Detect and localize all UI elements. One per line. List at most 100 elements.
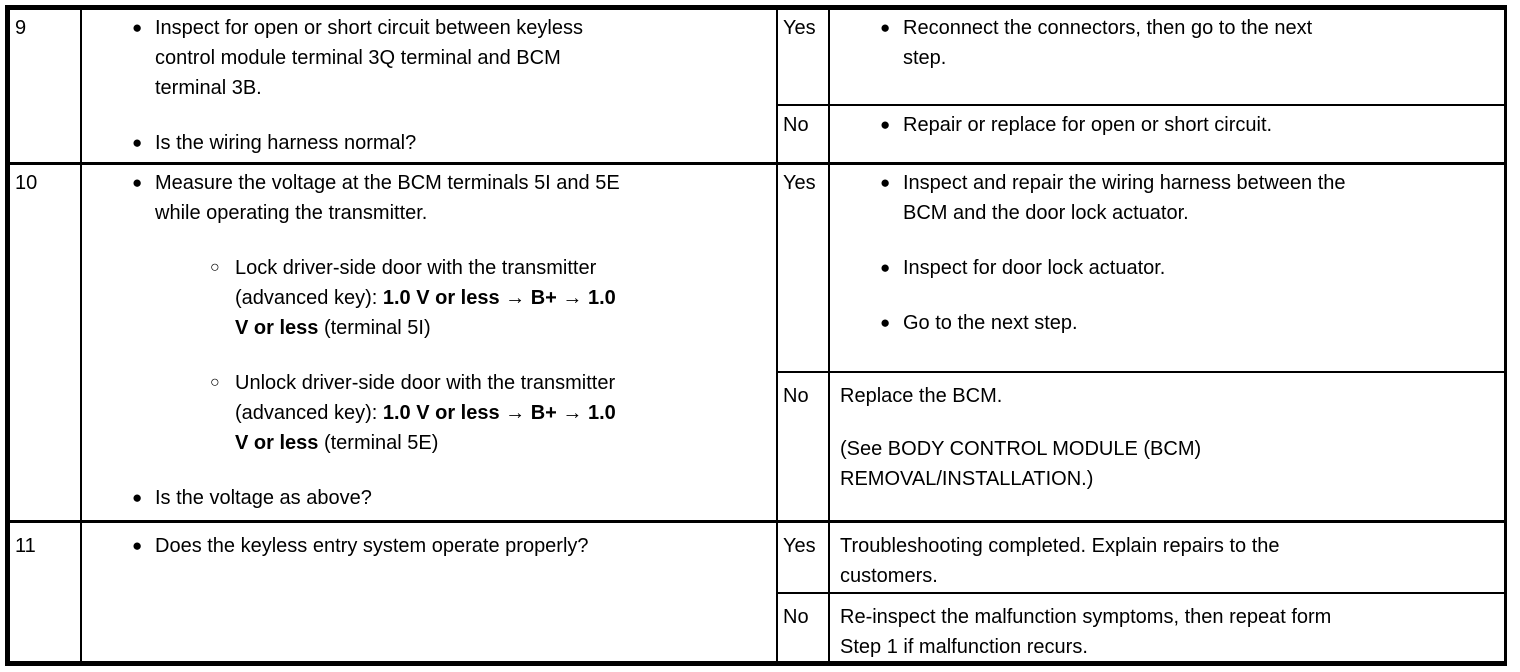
action-text: Inspect and repair the wiring harness be… xyxy=(903,172,1346,224)
yes-result-row: Yes ● Inspect and repair the wiring harn… xyxy=(778,165,1504,371)
result-yes-label: Yes xyxy=(783,172,816,194)
measurement-text: Unlock driver-side door with the transmi… xyxy=(235,368,766,458)
divider xyxy=(10,162,1504,165)
result-yes-label: Yes xyxy=(783,535,816,557)
divider xyxy=(80,523,82,661)
divider xyxy=(778,371,1504,373)
results-section: Yes Troubleshooting completed. Explain r… xyxy=(778,523,1504,661)
bullet-icon: ● xyxy=(132,18,143,37)
inspection-cell: ● Does the keyless entry system operate … xyxy=(82,523,776,661)
bold-value: 1.0 V or less xyxy=(382,287,500,309)
bullet-icon: ● xyxy=(132,488,143,507)
inspection-text: Inspect for open or short circuit betwee… xyxy=(155,17,583,99)
action-text: Replace the BCM. xyxy=(840,385,1003,407)
step-10-row: 10 ● Measure the voltage at the BCM term… xyxy=(10,165,1504,520)
troubleshooting-table: 9 ● Inspect for open or short circuit be… xyxy=(5,5,1507,666)
step-11-row: 11 ● Does the keyless entry system opera… xyxy=(10,523,1504,661)
no-result-row: No Replace the BCM. (See BODY CONTROL MO… xyxy=(778,373,1504,520)
results-section: Yes ● Reconnect the connectors, then go … xyxy=(778,10,1504,162)
action-text: Repair or replace for open or short circ… xyxy=(903,114,1273,136)
divider xyxy=(80,165,82,520)
result-yes-label: Yes xyxy=(783,17,816,39)
action-cell: ● Reconnect the connectors, then go to t… xyxy=(830,10,1504,104)
divider xyxy=(828,165,830,371)
sub-list-item: ○ Unlock driver-side door with the trans… xyxy=(82,368,766,458)
action-cell: ● Inspect and repair the wiring harness … xyxy=(830,165,1504,371)
divider xyxy=(776,523,778,661)
bullet-icon: ● xyxy=(880,258,891,277)
bullet-icon: ● xyxy=(132,133,143,152)
bullet-icon: ● xyxy=(132,173,143,192)
divider xyxy=(828,523,830,592)
results-section: Yes ● Inspect and repair the wiring harn… xyxy=(778,165,1504,520)
text-run: Unlock driver-side door with the transmi… xyxy=(235,372,616,424)
inspection-question: Is the wiring harness normal? xyxy=(155,132,417,154)
divider xyxy=(776,10,778,162)
list-item: ● Measure the voltage at the BCM termina… xyxy=(82,168,766,228)
text-run: (terminal 5E) xyxy=(318,432,439,454)
list-item: ● Is the voltage as above? xyxy=(82,483,766,513)
divider xyxy=(828,594,830,661)
circle-bullet-icon: ○ xyxy=(210,259,220,276)
list-item: ● Repair or replace for open or short ci… xyxy=(830,110,1454,140)
list-item: ● Inspect for door lock actuator. xyxy=(830,253,1454,283)
divider xyxy=(828,373,830,520)
inspection-question: Does the keyless entry system operate pr… xyxy=(155,535,589,557)
bullet-icon: ● xyxy=(880,173,891,192)
action-text: Inspect for door lock actuator. xyxy=(903,257,1166,279)
bold-value: B+ xyxy=(530,287,557,309)
inspection-question: Is the voltage as above? xyxy=(155,487,372,509)
action-text: Troubleshooting completed. Explain repai… xyxy=(840,535,1280,587)
text-run: (terminal 5I) xyxy=(318,317,431,339)
action-cell: ● Repair or replace for open or short ci… xyxy=(830,106,1504,162)
text-run: Lock driver-side door with the transmitt… xyxy=(235,257,597,309)
bullet-icon: ● xyxy=(880,18,891,37)
action-reference-text: (See BODY CONTROL MODULE (BCM) REMOVAL/I… xyxy=(840,438,1202,490)
inspection-text: Measure the voltage at the BCM terminals… xyxy=(155,172,620,224)
action-text: Re-inspect the malfunction symptoms, the… xyxy=(840,606,1332,658)
step-number: 9 xyxy=(10,10,80,162)
yes-result-row: Yes Troubleshooting completed. Explain r… xyxy=(778,523,1504,592)
no-result-row: No Re-inspect the malfunction symptoms, … xyxy=(778,594,1504,661)
bullet-icon: ● xyxy=(880,313,891,332)
divider xyxy=(778,592,1504,594)
arrow-text: → xyxy=(499,402,531,424)
result-no-label: No xyxy=(783,606,809,628)
measurement-text: Lock driver-side door with the transmitt… xyxy=(235,253,766,343)
bold-value: 1.0 V or less xyxy=(382,402,500,424)
divider xyxy=(80,10,82,162)
action-text: Go to the next step. xyxy=(903,312,1078,334)
step-number-text: 9 xyxy=(15,17,27,39)
result-no-label: No xyxy=(783,385,809,407)
inspection-cell: ● Measure the voltage at the BCM termina… xyxy=(82,165,776,520)
step-number: 11 xyxy=(10,523,80,661)
yes-result-row: Yes ● Reconnect the connectors, then go … xyxy=(778,10,1504,104)
list-item: ● Is the wiring harness normal? xyxy=(82,128,766,158)
divider xyxy=(778,104,1504,106)
arrow-text: → xyxy=(556,287,588,309)
step-number: 10 xyxy=(10,165,80,520)
sub-list-item: ○ Lock driver-side door with the transmi… xyxy=(82,253,766,343)
no-result-row: No ● Repair or replace for open or short… xyxy=(778,106,1504,162)
list-item: ● Inspect for open or short circuit betw… xyxy=(82,13,766,103)
arrow-text: → xyxy=(499,287,531,309)
list-item: ● Inspect and repair the wiring harness … xyxy=(830,168,1454,228)
circle-bullet-icon: ○ xyxy=(210,374,220,391)
bullet-icon: ● xyxy=(132,536,143,555)
step-9-row: 9 ● Inspect for open or short circuit be… xyxy=(10,10,1504,162)
divider xyxy=(828,106,830,162)
divider xyxy=(828,10,830,104)
step-number-text: 11 xyxy=(15,535,36,557)
bullet-icon: ● xyxy=(880,115,891,134)
bold-value: 1.0 V or less xyxy=(235,402,616,454)
list-item: ● Reconnect the connectors, then go to t… xyxy=(830,13,1454,73)
action-cell: Troubleshooting completed. Explain repai… xyxy=(830,523,1504,592)
list-item: ● Go to the next step. xyxy=(830,308,1454,338)
bold-value: 1.0 V or less xyxy=(235,287,616,339)
divider xyxy=(10,520,1504,523)
step-number-text: 10 xyxy=(15,172,38,194)
bold-value: B+ xyxy=(530,402,557,424)
action-cell: Replace the BCM. (See BODY CONTROL MODUL… xyxy=(830,373,1504,520)
list-item: ● Does the keyless entry system operate … xyxy=(82,531,766,561)
result-no-label: No xyxy=(783,114,809,136)
